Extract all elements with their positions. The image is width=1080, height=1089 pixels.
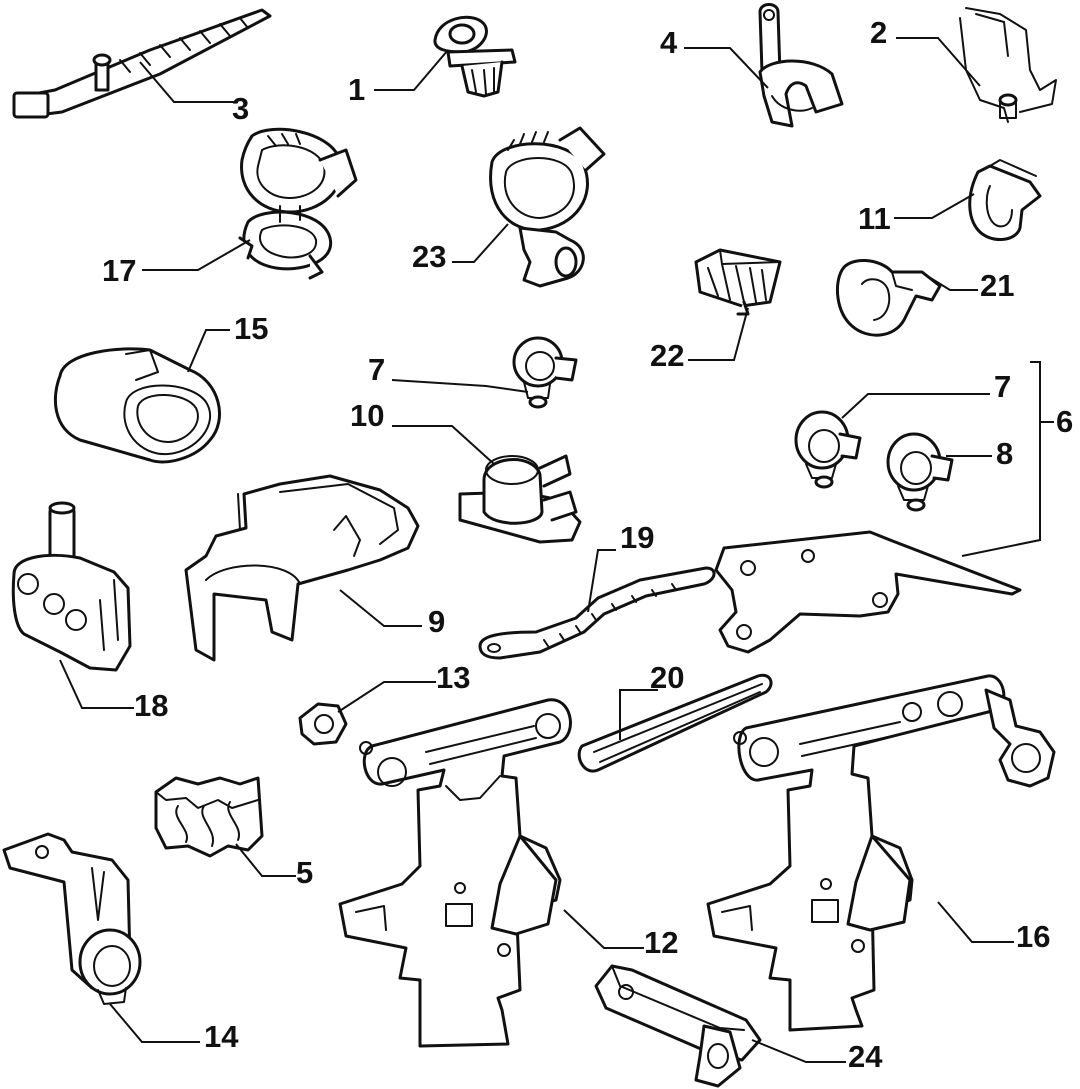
callout-14: 14 xyxy=(204,1019,239,1054)
callout-2: 2 xyxy=(870,15,887,50)
part-18-mount-block xyxy=(11,501,132,672)
part-3-cable-tie xyxy=(12,8,272,119)
part-6-bracket xyxy=(714,530,1022,654)
part-2-wire-clip xyxy=(959,7,1057,123)
part-24-rail-bracket xyxy=(594,964,762,1088)
part-7-right-clip xyxy=(794,410,862,489)
part-10-base-clip xyxy=(458,454,582,544)
part-20-channel-strip xyxy=(577,673,773,773)
part-14-l-bracket xyxy=(2,832,142,1005)
callout-22: 22 xyxy=(650,338,684,373)
callout-12: 12 xyxy=(644,925,678,960)
callout-17: 17 xyxy=(102,253,136,288)
callout-11: 11 xyxy=(858,201,891,236)
leader-lines xyxy=(59,37,1054,1063)
callout-9: 9 xyxy=(428,604,445,639)
part-1-push-clip xyxy=(433,15,517,98)
callout-7-upper: 7 xyxy=(368,352,385,387)
part-17-double-ring-clip xyxy=(238,127,358,280)
callout-3: 3 xyxy=(232,91,249,126)
callout-5: 5 xyxy=(296,855,313,890)
part-7-upper-clip xyxy=(512,336,578,409)
part-21-saddle-clip xyxy=(835,258,942,337)
callout-4: 4 xyxy=(660,25,678,60)
callout-13: 13 xyxy=(436,660,470,695)
callout-7-right: 7 xyxy=(994,369,1011,404)
part-9-cover xyxy=(184,474,420,662)
part-12-bracket-assembly xyxy=(338,698,572,1048)
callout-8: 8 xyxy=(996,436,1013,471)
callout-20: 20 xyxy=(650,660,684,695)
callout-16: 16 xyxy=(1016,919,1050,954)
callout-10: 10 xyxy=(350,398,384,433)
callout-23: 23 xyxy=(412,239,446,274)
part-23-ring-clip xyxy=(489,126,606,288)
part-4-p-clip xyxy=(758,3,844,128)
callout-1: 1 xyxy=(348,72,365,107)
part-15-grommet xyxy=(54,347,221,464)
part-19-strap xyxy=(478,566,716,660)
part-16-bracket-assembly xyxy=(706,674,1056,1032)
part-11-u-clip xyxy=(968,159,1042,241)
part-13-hex-nut xyxy=(298,702,348,746)
callout-6: 6 xyxy=(1056,404,1073,439)
callout-24: 24 xyxy=(848,1039,883,1074)
callout-18: 18 xyxy=(134,688,168,723)
callout-labels: 1 2 3 4 17 23 11 21 22 15 7 7 8 6 10 19 … xyxy=(102,15,1073,1074)
callout-19: 19 xyxy=(620,520,654,555)
part-5-spring-clip xyxy=(154,776,264,858)
part-8-clip xyxy=(886,432,954,512)
callout-21: 21 xyxy=(980,268,1014,303)
callout-15: 15 xyxy=(234,311,268,346)
part-22-connector xyxy=(694,248,782,316)
